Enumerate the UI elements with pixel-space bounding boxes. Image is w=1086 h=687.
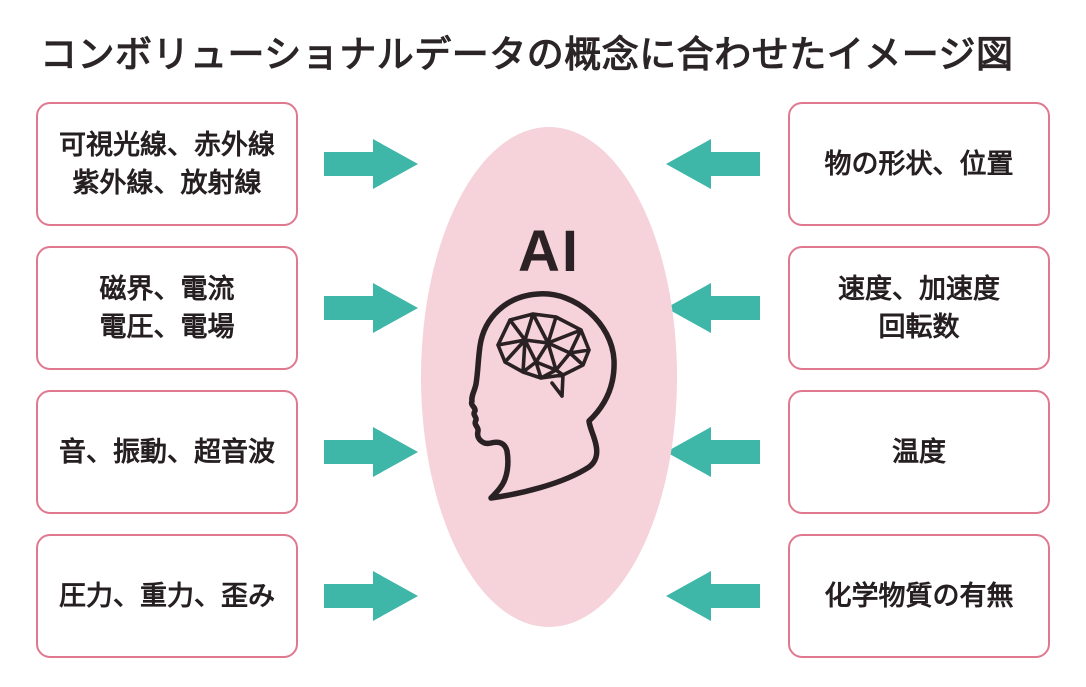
arrow-left-icon bbox=[666, 139, 760, 189]
sensor-box-shape-position: 物の形状、位置 bbox=[788, 102, 1050, 226]
arrow-right-icon bbox=[324, 427, 418, 477]
sensor-box-sound-vibration: 音、振動、超音波 bbox=[36, 390, 298, 514]
box-text-line: 紫外線、放射線 bbox=[72, 168, 262, 198]
arrow-right-icon bbox=[324, 139, 418, 189]
box-text-line: 温度 bbox=[892, 436, 946, 467]
sensor-box-light-radiation: 可視光線、赤外線 紫外線、放射線 bbox=[36, 102, 298, 226]
page-title: コンボリューショナルデータの概念に合わせたイメージ図 bbox=[40, 34, 1014, 75]
sensor-box-temperature: 温度 bbox=[788, 390, 1050, 514]
sensor-box-chemical: 化学物質の有無 bbox=[788, 534, 1050, 658]
box-text-line: 圧力、重力、歪み bbox=[59, 580, 275, 611]
arrow-left-icon bbox=[666, 571, 760, 621]
box-text-line: 可視光線、赤外線 bbox=[59, 129, 275, 160]
arrow-left-icon bbox=[666, 283, 760, 333]
box-text-line: 電圧、電場 bbox=[99, 312, 235, 342]
brain-head-icon bbox=[468, 291, 617, 501]
box-text-line: 速度、加速度 bbox=[838, 273, 1000, 304]
arrow-left-icon bbox=[666, 427, 760, 477]
box-text-line: 物の形状、位置 bbox=[824, 148, 1014, 179]
ai-label: AI bbox=[518, 219, 580, 284]
sensor-box-pressure-gravity: 圧力、重力、歪み bbox=[36, 534, 298, 658]
box-text-line: 回転数 bbox=[878, 312, 960, 342]
sensor-box-electromagnetic: 磁界、電流 電圧、電場 bbox=[36, 246, 298, 370]
box-text-line: 音、振動、超音波 bbox=[59, 436, 275, 467]
arrow-right-icon bbox=[324, 283, 418, 333]
box-text-line: 化学物質の有無 bbox=[824, 580, 1014, 611]
sensor-box-speed-rotation: 速度、加速度 回転数 bbox=[788, 246, 1050, 370]
arrow-right-icon bbox=[324, 571, 418, 621]
box-text-line: 磁界、電流 bbox=[99, 273, 235, 304]
